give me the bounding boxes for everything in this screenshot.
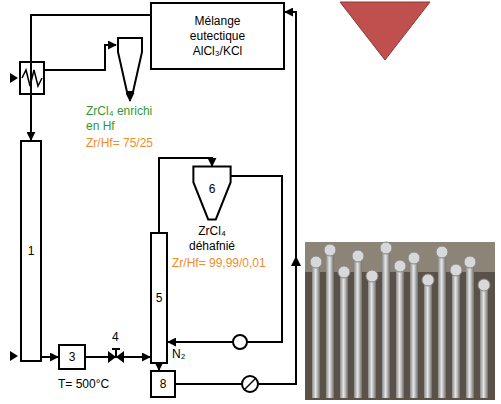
pump-symbol [242, 376, 258, 392]
eutectic-box: Mélange eutectique AlCl₃/KCl [150, 2, 285, 70]
outlet-arrow [129, 92, 131, 101]
node-text: 8 [160, 377, 167, 392]
cyclone-6: 6 [193, 166, 231, 220]
flow-label: 4 [112, 330, 119, 345]
pump-symbol [233, 335, 247, 349]
node-text: 5 [156, 291, 163, 306]
flow-label: N₂ [172, 347, 185, 362]
red-triangle [340, 2, 430, 60]
flow-label: ZrCl₄ enrichi en Hf [86, 104, 162, 134]
heat-exchanger [10, 62, 44, 94]
photo-rods [305, 242, 495, 400]
flow-connector [42, 356, 58, 358]
vapour-line [44, 45, 116, 70]
flow-label: ZrCl₄ déhafnié [180, 224, 244, 254]
flow-connector [168, 176, 282, 342]
flow-label: T= 500°C [58, 377, 109, 392]
flow-connector [86, 356, 150, 358]
node-text: 6 [209, 182, 216, 197]
node-text: 1 [28, 244, 35, 259]
node-text: 3 [69, 350, 76, 365]
cyclone-symbol [118, 38, 142, 92]
flow-label: Zr/Hf= 99,99/0,01 [172, 256, 278, 271]
inlet-arrow [10, 351, 18, 361]
node-text: Mélange eutectique AlCl₃/KCl [172, 14, 264, 59]
column-1: 1 [20, 140, 42, 362]
tank-box: 3 [58, 344, 86, 370]
tank-box: 8 [150, 370, 176, 398]
column-5: 5 [150, 232, 168, 364]
flow-label: Zr/Hf= 75/25 [86, 136, 176, 151]
